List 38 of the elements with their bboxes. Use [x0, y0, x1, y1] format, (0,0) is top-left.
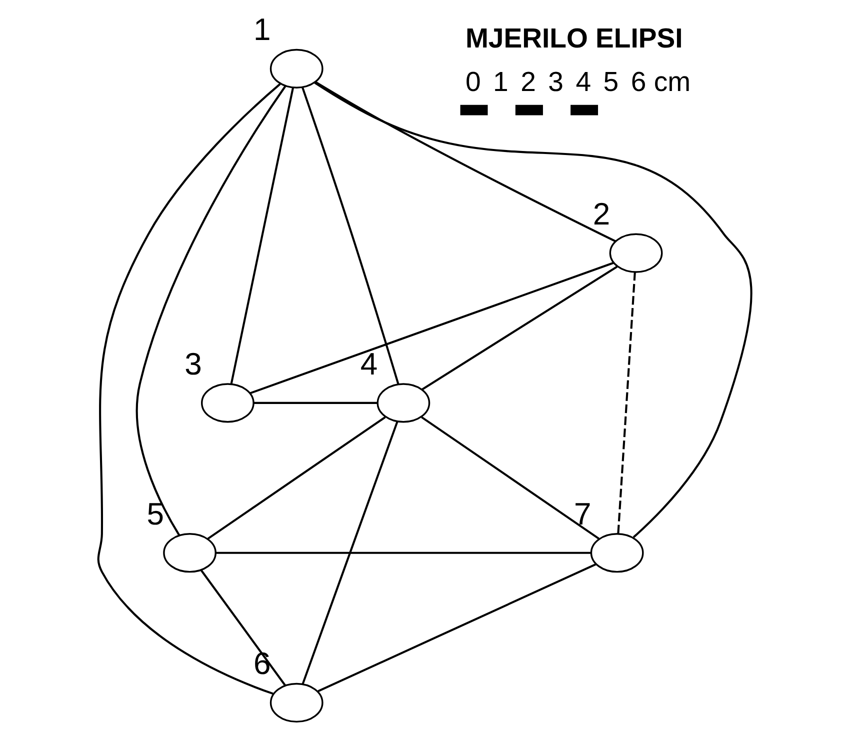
node-label: 3: [184, 346, 202, 382]
connector: [136, 86, 286, 536]
node-ellipse: [200, 383, 254, 423]
label: 6 cm: [630, 66, 691, 97]
connector: [318, 563, 596, 692]
connector: [250, 262, 614, 394]
connector: [617, 272, 636, 534]
node-label: 7: [574, 496, 592, 532]
connector: [230, 88, 294, 384]
node-ellipse: [376, 383, 430, 423]
connector: [314, 82, 752, 538]
connector: [216, 552, 592, 554]
node-ellipse: [590, 533, 644, 573]
connector: [200, 570, 286, 686]
node-label: 2: [592, 196, 610, 232]
node-ellipse: [270, 682, 324, 723]
connector: [98, 83, 281, 695]
connector: [421, 416, 600, 540]
connector: [422, 266, 618, 390]
label: MJERILO ELIPSI: [465, 22, 683, 54]
node-ellipse: [270, 48, 324, 89]
node-ellipse: [609, 233, 663, 273]
node-label: 6: [254, 646, 271, 682]
node-label: 4: [360, 346, 378, 382]
label: 0: [465, 66, 481, 97]
connector: [314, 80, 616, 242]
node-label: 5: [146, 496, 164, 532]
connector: [302, 87, 400, 384]
label: 1: [493, 66, 508, 97]
node-ellipse: [163, 533, 216, 573]
label: 3: [548, 66, 564, 97]
connector: [254, 402, 378, 404]
label: 2: [520, 66, 536, 97]
connector: [207, 416, 386, 540]
label: 4: [576, 66, 592, 97]
label: 5: [603, 66, 619, 97]
node-label: 1: [254, 12, 271, 48]
connector: [302, 421, 398, 684]
